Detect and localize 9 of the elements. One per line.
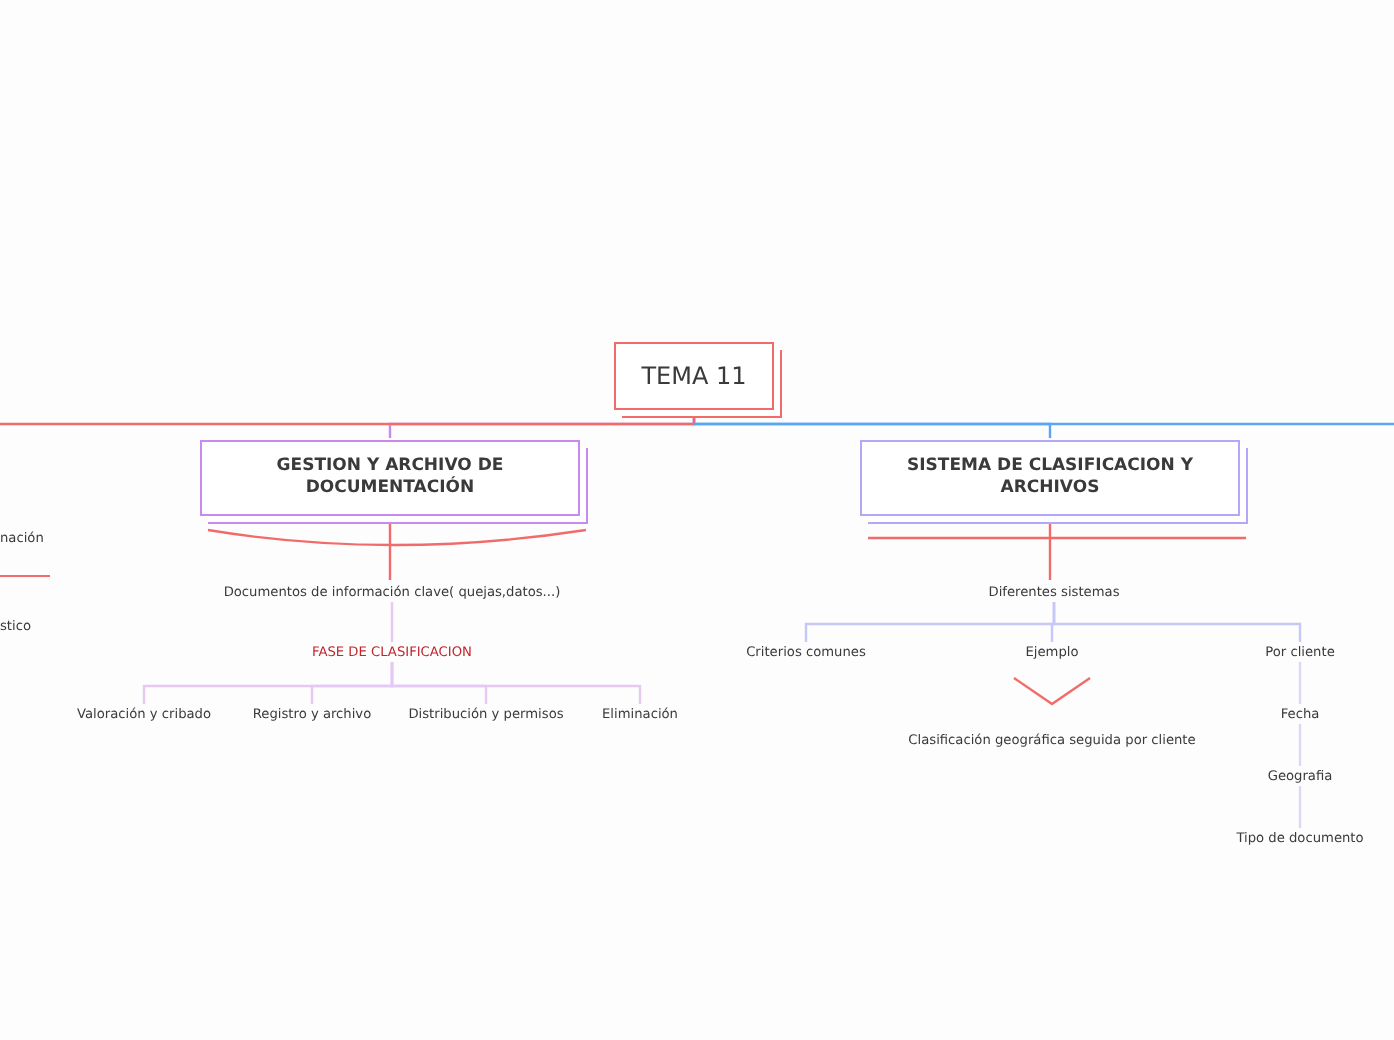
connector-line: [1048, 524, 1052, 580]
connector-line: [390, 602, 394, 642]
connector-line: [1298, 662, 1302, 704]
connector-line: [0, 416, 696, 426]
connector-line: [388, 524, 392, 580]
connector-line: [390, 662, 642, 704]
connector-line: [1298, 786, 1302, 828]
connector-line: [1298, 724, 1302, 766]
connector-line: [1052, 602, 1302, 642]
